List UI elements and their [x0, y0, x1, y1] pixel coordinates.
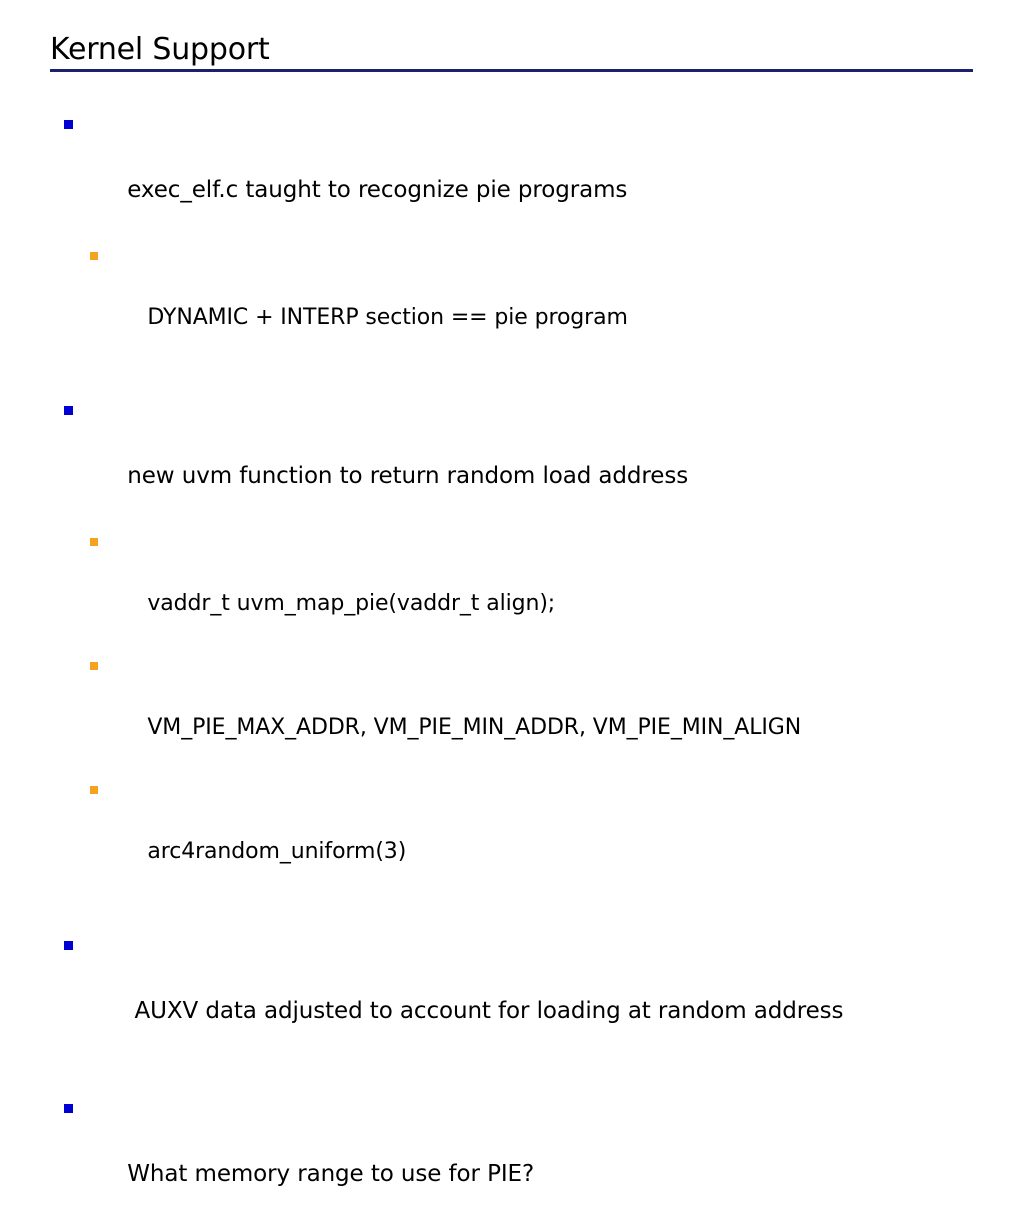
bullet-text: vaddr_t uvm_map_pie(vaddr_t align); [147, 591, 556, 616]
group-spacer [0, 898, 1024, 929]
bullet-item-level1: exec_elf.c taught to recognize pie progr… [0, 108, 1024, 240]
square-bullet-icon [64, 1104, 73, 1113]
title-underline-rule [50, 69, 973, 72]
bullet-item-level2: DYNAMIC + INTERP section == pie program [0, 240, 1024, 364]
bullet-text: What memory range to use for PIE? [127, 1161, 535, 1187]
square-bullet-icon [90, 252, 98, 260]
bullet-text: VM_PIE_MAX_ADDR, VM_PIE_MIN_ADDR, VM_PIE… [147, 715, 802, 740]
square-bullet-icon [90, 662, 98, 670]
group-spacer [0, 1061, 1024, 1092]
bullet-text: new uvm function to return random load a… [127, 463, 689, 489]
bullet-text: AUXV data adjusted to account for loadin… [127, 998, 844, 1024]
bullet-item-level1: new uvm function to return random load a… [0, 394, 1024, 526]
bullet-item-level2: VM_PIE_MAX_ADDR, VM_PIE_MIN_ADDR, VM_PIE… [0, 650, 1024, 774]
square-bullet-icon [64, 120, 73, 129]
slide-title-block: Kernel Support [50, 32, 974, 68]
bullet-item-level1: What memory range to use for PIE? [0, 1092, 1024, 1224]
group-spacer [0, 364, 1024, 394]
page-title: Kernel Support [50, 32, 270, 67]
slide-body: exec_elf.c taught to recognize pie progr… [0, 108, 1024, 1224]
bullet-text: arc4random_uniform(3) [147, 839, 407, 864]
square-bullet-icon [64, 406, 73, 415]
square-bullet-icon [90, 786, 98, 794]
bullet-item-level2: arc4random_uniform(3) [0, 774, 1024, 898]
square-bullet-icon [90, 538, 98, 546]
bullet-item-level2: vaddr_t uvm_map_pie(vaddr_t align); [0, 526, 1024, 650]
square-bullet-icon [64, 941, 73, 950]
slide-canvas: Kernel Support exec_elf.c taught to reco… [50, 32, 974, 1187]
bullet-item-level1: AUXV data adjusted to account for loadin… [0, 929, 1024, 1061]
bullet-text: DYNAMIC + INTERP section == pie program [147, 305, 628, 330]
bullet-text: exec_elf.c taught to recognize pie progr… [127, 177, 628, 203]
